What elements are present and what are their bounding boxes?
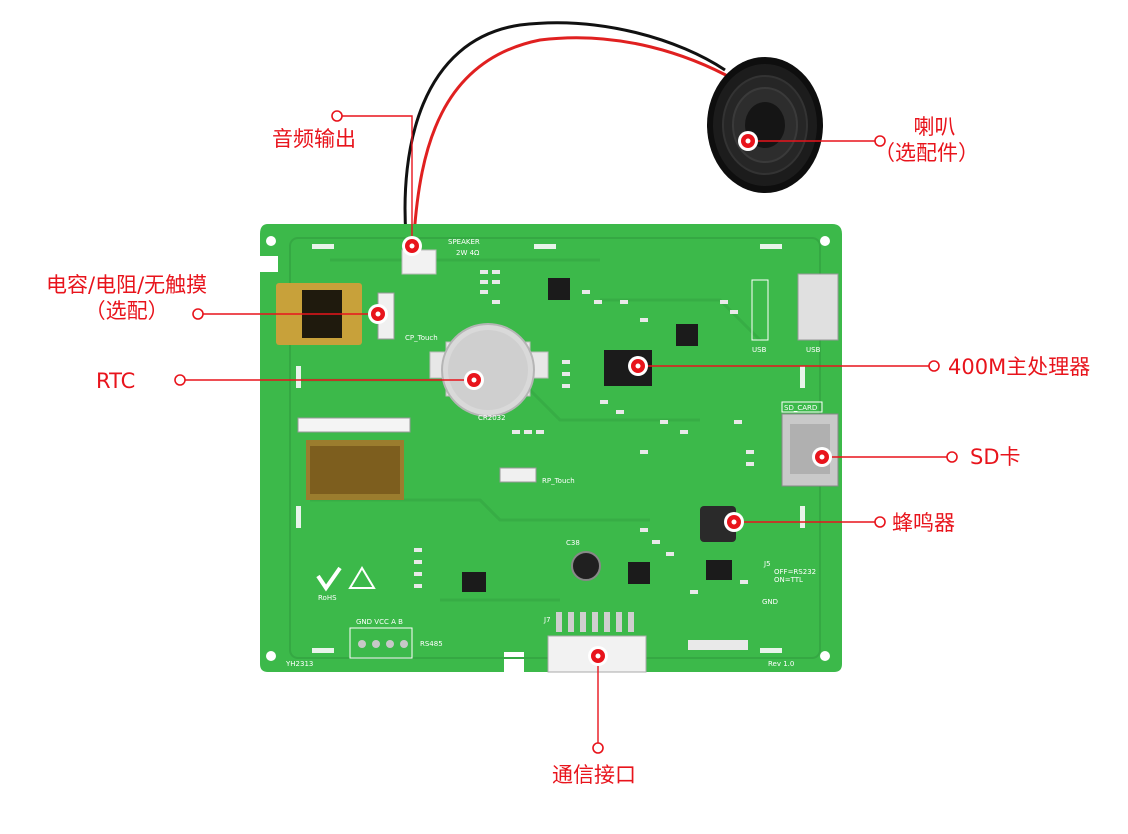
label-comm: 通信接口: [552, 762, 636, 788]
rev-silk: Rev 1.0: [768, 660, 794, 668]
label-rtc: RTC: [96, 368, 135, 394]
label-buzzer: 蜂鸣器: [892, 510, 955, 536]
j7-silk: J7: [543, 616, 551, 624]
leader-lines: [180, 115, 952, 748]
rohs-silk: RoHS: [318, 594, 337, 602]
label-speaker: 喇叭 （选配件）: [874, 114, 979, 166]
touch-text-2: （选配）: [84, 299, 169, 323]
esd-warning-icon: [348, 566, 376, 589]
cpu-text: 400M主处理器: [948, 355, 1091, 379]
cp-touch-silk: CP_Touch: [405, 334, 438, 342]
battery-silk: CR2032: [478, 414, 506, 422]
label-cpu: 400M主处理器: [948, 354, 1090, 380]
label-touch: 电容/电阻/无触摸 （选配）: [46, 272, 207, 324]
usb-silk-1: USB: [752, 346, 767, 354]
speaker-silk: SPEAKER: [448, 238, 480, 246]
speaker: [707, 57, 823, 193]
usb-silk-2: USB: [806, 346, 821, 354]
label-sd: SD卡: [970, 444, 1021, 470]
gnd-silk: GND: [762, 598, 778, 606]
sd-text: SD卡: [970, 445, 1021, 469]
comm-text: 通信接口: [552, 763, 636, 787]
black-wire: [403, 21, 726, 237]
callout-dot-icon: [368, 131, 832, 666]
smd-parts: [414, 270, 754, 650]
label-audio-out: 音频输出: [272, 126, 356, 152]
buzzer-text: 蜂鸣器: [892, 511, 955, 535]
red-wire: [412, 36, 736, 237]
pins-silk: GND VCC A B: [356, 618, 403, 626]
sd-card-silk: SD_CARD: [784, 404, 817, 412]
rohs-check-icon: [316, 566, 342, 592]
audio-out-text: 音频输出: [272, 127, 356, 151]
j5-silk: J5: [763, 560, 771, 568]
touch-text-1: 电容/电阻/无触摸: [46, 273, 208, 297]
speaker-text-2: （选配件）: [874, 141, 979, 165]
speaker-spec-silk: 2W 4Ω: [456, 249, 480, 257]
rs485-silk: RS485: [420, 640, 443, 648]
c38-silk: C38: [566, 539, 580, 547]
rtc-text: RTC: [96, 369, 136, 393]
rp-touch-silk: RP_Touch: [542, 477, 575, 485]
speaker-text-1: 喇叭: [913, 115, 956, 139]
on-ttl-silk: ON=TTL: [774, 576, 803, 584]
leader-end-rings: [174, 110, 958, 754]
model-silk: YH2313: [285, 660, 313, 668]
off-rs232-silk: OFF=RS232: [774, 568, 816, 576]
